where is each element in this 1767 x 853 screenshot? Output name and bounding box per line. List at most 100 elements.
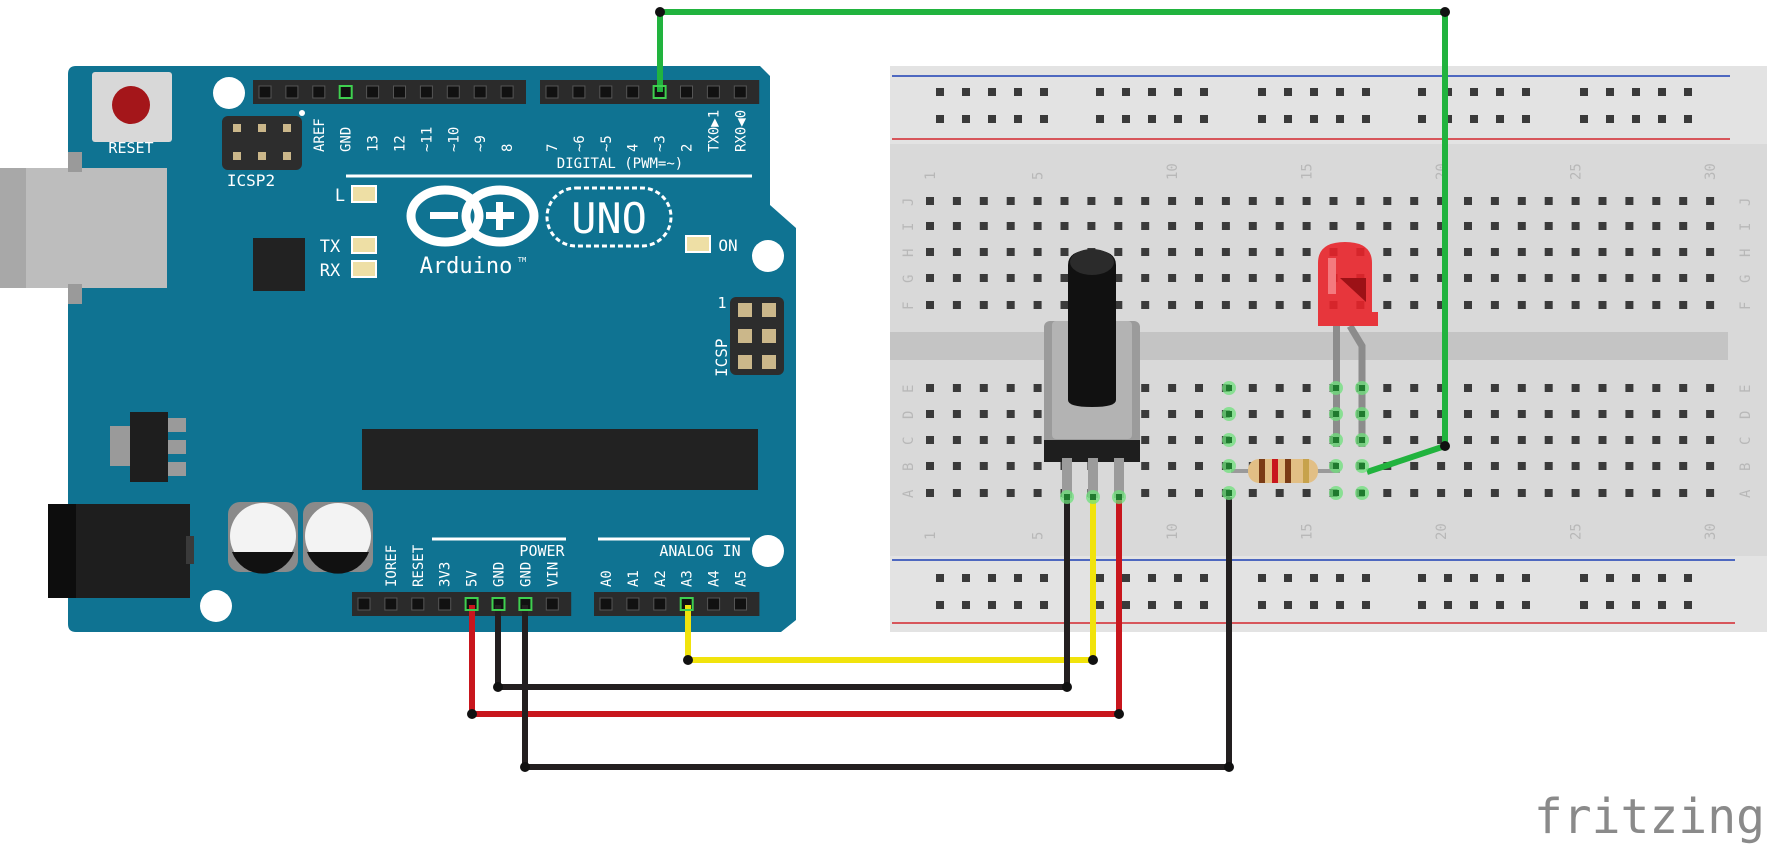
breadboard-hole (1410, 197, 1419, 205)
breadboard-hole (1571, 436, 1580, 444)
breadboard-hole (1437, 197, 1446, 205)
breadboard-hole (1195, 410, 1203, 418)
breadboard-hole (1033, 248, 1042, 256)
rail-hole (1470, 88, 1478, 96)
breadboard-hole (979, 197, 988, 205)
rail-hole (1310, 115, 1318, 123)
breadboard-hole (1410, 274, 1419, 282)
breadboard-hole (1679, 384, 1688, 392)
breadboard-hole (1652, 274, 1661, 282)
breadboard-hole (1356, 222, 1365, 230)
analog-pin-label: A0 (599, 570, 615, 587)
brand-tm: TM (518, 256, 526, 264)
breadboard-hole (1195, 197, 1203, 205)
usb-tab-bottom (68, 284, 82, 304)
breadboard-hole (1087, 222, 1096, 230)
rail-hole (1040, 601, 1048, 609)
digital-pin-label: GND (339, 127, 355, 152)
breadboard-hole (1706, 274, 1715, 282)
breadboard-hole (1275, 436, 1284, 444)
breadboard-hole (1275, 489, 1284, 497)
breadboard-hole (1060, 274, 1069, 282)
header-pin (680, 85, 693, 99)
breadboard-hole (1141, 248, 1150, 256)
wires (469, 9, 1448, 770)
breadboard-hole (1060, 222, 1069, 230)
rail-hole (1606, 88, 1614, 96)
breadboard-hole (1625, 301, 1634, 309)
digital-pin-label: ~10 (446, 127, 462, 152)
rail-hole (1336, 601, 1344, 609)
breadboard-hole (1383, 301, 1392, 309)
rail-hole (1684, 601, 1692, 609)
breadboard-hole (1410, 462, 1419, 470)
breadboard-hole (1598, 222, 1607, 230)
breadboard-hole (1410, 248, 1419, 256)
breadboard-hole (926, 248, 934, 256)
reset-button-cap (112, 86, 150, 124)
breadboard-hole (1383, 410, 1392, 418)
rail-hole (1632, 88, 1640, 96)
digital-pin-label: ~5 (599, 135, 615, 152)
breadboard-hole (1652, 248, 1661, 256)
analog-pin-label: A1 (626, 570, 642, 587)
breadboard-hole (1383, 274, 1392, 282)
breadboard-hole (1141, 462, 1150, 470)
breadboard-hole (1383, 222, 1392, 230)
row-label: C (1738, 437, 1754, 445)
icsp-pin1-label: 1 (717, 294, 726, 312)
analog-pin-label: A3 (680, 570, 696, 587)
column-label: 25 (1569, 163, 1585, 180)
rail-hole (1470, 115, 1478, 123)
breadboard-hole (1141, 410, 1150, 418)
breadboard-hole (1652, 436, 1661, 444)
breadboard-hole (1114, 197, 1123, 205)
breadboard-hole (926, 222, 934, 230)
digital-pin-label: TX0▶1 (706, 110, 722, 152)
breadboard-hole (1544, 197, 1553, 205)
connected-hole-center (1116, 494, 1122, 500)
breadboard-hole (1195, 384, 1203, 392)
rail-hole (1174, 601, 1182, 609)
breadboard-hole (1625, 274, 1634, 282)
mount-hole (752, 535, 784, 567)
breadboard-hole (1033, 222, 1042, 230)
breadboard-hole (1598, 410, 1607, 418)
breadboard-hole (952, 197, 961, 205)
mount-hole (752, 240, 784, 272)
uno-badge (545, 186, 673, 248)
rail-hole (1014, 574, 1022, 582)
highlight (518, 597, 533, 611)
breadboard-hole (1033, 489, 1042, 497)
connected-hole-center (1359, 385, 1365, 391)
breadboard-hole (1302, 274, 1311, 282)
breadboard-hole (1221, 222, 1230, 230)
rail-hole (1014, 115, 1022, 123)
header-pin (572, 85, 586, 99)
breadboard-hole (952, 248, 961, 256)
highlight (338, 85, 353, 99)
breadboard-hole (1168, 248, 1177, 256)
breadboard-hole (1033, 197, 1042, 205)
column-label: 25 (1569, 523, 1585, 540)
header-pin (411, 597, 425, 611)
breadboard-hole (1464, 462, 1472, 470)
breadboard-hole (1464, 436, 1472, 444)
header-pin (366, 85, 380, 99)
breadboard-hole (1195, 489, 1203, 497)
header-pin (706, 85, 720, 99)
header-pin (500, 85, 514, 99)
column-label: 1 (923, 532, 939, 540)
breadboard-hole (979, 384, 988, 392)
breadboard-hole (1114, 274, 1123, 282)
icsp-header (730, 297, 784, 375)
rail-hole (1470, 574, 1478, 582)
header-pin (285, 85, 299, 99)
digital-pin-label: ~6 (572, 135, 588, 152)
breadboard-hole (1517, 301, 1526, 309)
header-pin (545, 85, 559, 99)
barrel-jack-tab (186, 536, 194, 564)
row-label: H (1738, 249, 1754, 257)
analog-pin-label: A5 (734, 570, 750, 587)
